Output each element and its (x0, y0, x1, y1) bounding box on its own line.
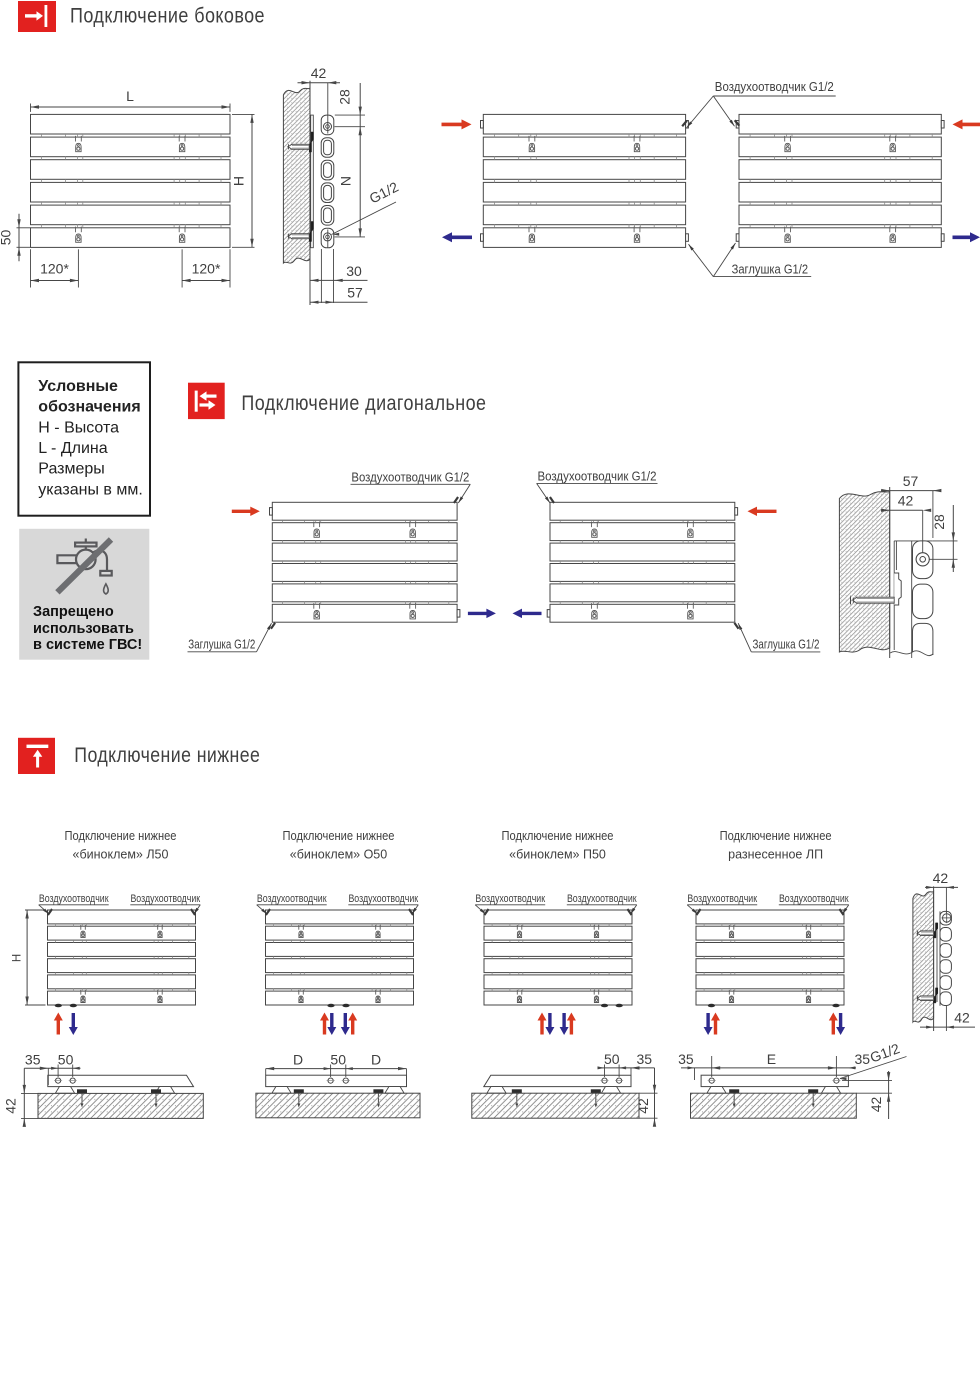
svg-text:50: 50 (330, 1051, 346, 1067)
svg-text:42: 42 (3, 1098, 19, 1114)
svg-text:использовать: использовать (33, 621, 134, 637)
svg-text:42: 42 (868, 1097, 884, 1113)
svg-text:50: 50 (0, 230, 14, 246)
svg-text:120*: 120* (40, 261, 69, 277)
svg-text:Воздухоотводчик G1/2: Воздухоотводчик G1/2 (351, 471, 469, 485)
svg-text:42: 42 (933, 870, 949, 886)
svg-text:разнесенное ЛП: разнесенное ЛП (728, 848, 823, 862)
svg-text:42: 42 (311, 65, 327, 81)
svg-text:42: 42 (635, 1098, 651, 1114)
svg-text:Подключение нижнее: Подключение нижнее (720, 829, 832, 843)
svg-text:Заглушка G1/2: Заглушка G1/2 (753, 638, 820, 652)
svg-text:N: N (338, 176, 354, 186)
svg-text:Воздухоотводчик: Воздухоотводчик (779, 893, 849, 905)
svg-text:Условные: Условные (38, 378, 118, 395)
svg-text:Воздухоотводчик: Воздухоотводчик (687, 893, 757, 905)
svg-text:42: 42 (954, 1010, 970, 1026)
svg-text:Подключение нижнее: Подключение нижнее (74, 744, 260, 767)
svg-text:E: E (767, 1051, 776, 1067)
svg-text:Запрещено: Запрещено (33, 604, 114, 620)
svg-text:D: D (371, 1051, 381, 1067)
svg-text:«биноклем» О50: «биноклем» О50 (290, 848, 387, 862)
svg-text:Заглушка G1/2: Заглушка G1/2 (732, 262, 809, 276)
svg-text:H: H (231, 176, 247, 186)
svg-text:Размеры: Размеры (38, 461, 105, 478)
svg-text:Воздухоотводчик: Воздухоотводчик (39, 893, 109, 905)
svg-text:«биноклем» Л50: «биноклем» Л50 (73, 848, 169, 862)
svg-text:35: 35 (678, 1051, 694, 1067)
svg-text:Подключение нижнее: Подключение нижнее (65, 829, 177, 843)
svg-text:Воздухоотводчик: Воздухоотводчик (348, 893, 418, 905)
svg-text:28: 28 (931, 514, 947, 530)
svg-text:L: L (126, 88, 134, 104)
svg-text:обозначения: обозначения (38, 399, 140, 416)
svg-text:L - Длина: L - Длина (38, 440, 107, 457)
svg-text:в системе ГВС!: в системе ГВС! (33, 637, 142, 653)
svg-text:Подключение боковое: Подключение боковое (70, 4, 265, 27)
svg-text:30: 30 (346, 263, 362, 279)
svg-text:Воздухоотводчик G1/2: Воздухоотводчик G1/2 (715, 80, 834, 94)
svg-text:«биноклем» П50: «биноклем» П50 (509, 848, 606, 862)
svg-text:57: 57 (903, 473, 919, 489)
svg-text:35: 35 (25, 1051, 41, 1067)
svg-text:35: 35 (637, 1051, 653, 1067)
svg-text:28: 28 (337, 89, 353, 105)
svg-text:Воздухоотводчик: Воздухоотводчик (567, 893, 637, 905)
svg-text:Подключение диагональное: Подключение диагональное (241, 392, 486, 415)
svg-text:Подключение нижнее: Подключение нижнее (502, 829, 614, 843)
svg-text:42: 42 (898, 493, 914, 509)
svg-text:50: 50 (604, 1051, 620, 1067)
svg-text:57: 57 (347, 285, 363, 301)
svg-text:Воздухоотводчик G1/2: Воздухоотводчик G1/2 (538, 470, 657, 484)
svg-text:Воздухоотводчик: Воздухоотводчик (130, 893, 200, 905)
svg-text:Заглушка G1/2: Заглушка G1/2 (188, 638, 255, 652)
svg-text:Воздухоотводчик: Воздухоотводчик (475, 893, 545, 905)
svg-text:H - Высота: H - Высота (38, 419, 119, 436)
svg-text:указаны в мм.: указаны в мм. (38, 482, 142, 499)
svg-text:35: 35 (855, 1051, 871, 1067)
svg-text:Подключение нижнее: Подключение нижнее (283, 829, 395, 843)
svg-text:H: H (12, 954, 24, 962)
svg-text:Воздухоотводчик: Воздухоотводчик (257, 893, 327, 905)
svg-text:50: 50 (58, 1051, 74, 1067)
svg-text:120*: 120* (192, 261, 221, 277)
svg-text:D: D (293, 1051, 303, 1067)
